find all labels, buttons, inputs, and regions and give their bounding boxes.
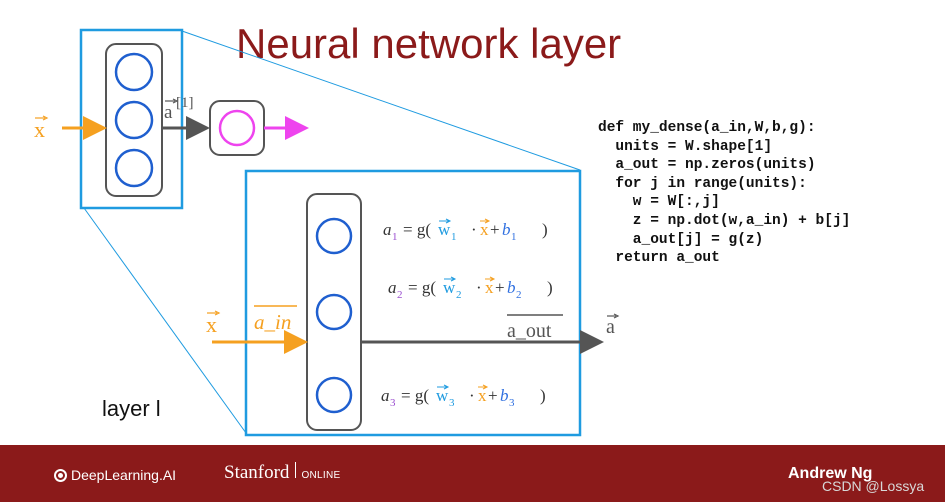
eq-a: a — [381, 386, 390, 405]
eq-b-subscript: 1 — [511, 231, 517, 243]
code-line: a_out = np.zeros(units) — [598, 157, 816, 174]
code-line: units = W.shape[1] — [598, 138, 773, 155]
layer-neuron-2 — [315, 293, 353, 331]
author-name: Andrew Ng — [788, 465, 873, 482]
small-hidden-label: a [1] — [164, 95, 194, 123]
eq-a: a — [388, 278, 397, 297]
eq-b: b — [507, 278, 516, 297]
layer-input-x: x — [206, 310, 221, 337]
stanford-text: Stanford — [224, 462, 290, 483]
eq-equals-g: = g( — [408, 278, 436, 297]
eq-a: a — [383, 220, 392, 239]
neural-network-diagram: x a [1] x a_in a_out — [34, 28, 620, 437]
page-title: Neural network layer — [236, 20, 622, 67]
eq-dot: · — [469, 386, 475, 405]
eq-equals-g: = g( — [401, 386, 429, 405]
eq-plus: + — [495, 278, 505, 297]
eq-b: b — [502, 220, 511, 239]
eq-b-subscript: 3 — [509, 397, 515, 409]
code-block: def my_dense(a_in,W,b,g): units = W.shap… — [598, 119, 850, 268]
eq-w-subscript: 3 — [449, 397, 455, 409]
svg-text:a_out: a_out — [507, 320, 552, 342]
a-out-label: a_out — [507, 314, 563, 342]
vector-arrow-icon — [437, 384, 450, 390]
output-unit-box — [209, 100, 265, 156]
stanford-online-logo: Stanford ONLINE — [224, 462, 340, 484]
code-line: return a_out — [598, 250, 720, 267]
small-layer-pill — [105, 43, 163, 197]
zoom-line-bottom — [83, 207, 247, 434]
watermark: CSDN @Lossya — [822, 478, 925, 494]
a-in-label: a_in — [254, 305, 297, 334]
eq-w: w — [436, 386, 449, 405]
small-layer-box — [79, 28, 184, 210]
deeplearning-logo-icon — [54, 468, 67, 482]
eq-x: x — [485, 278, 494, 297]
eq-w: w — [438, 220, 451, 239]
svg-text:x: x — [34, 117, 45, 142]
vector-arrow-icon — [485, 276, 496, 282]
footer-bar: DeepLearning.AI Stanford ONLINE Andrew N… — [0, 445, 945, 502]
eq-x: x — [480, 220, 489, 239]
vector-arrow-icon — [444, 276, 457, 282]
eq-w-subscript: 2 — [456, 289, 462, 301]
expanded-layer-pill — [306, 193, 362, 431]
code-line: a_out[j] = g(z) — [598, 231, 764, 248]
eq-equals-g: = g( — [403, 220, 431, 239]
eq-w: w — [443, 278, 456, 297]
svg-text:x: x — [206, 312, 217, 337]
eq-b-subscript: 2 — [516, 289, 522, 301]
svg-text:a: a — [606, 316, 615, 338]
eq-dot: · — [471, 220, 477, 239]
vector-arrow-icon — [480, 218, 491, 224]
vector-arrow-icon — [35, 115, 49, 121]
logo-divider — [295, 462, 297, 478]
small-input-x: x — [34, 115, 49, 142]
svg-text:a_in: a_in — [254, 310, 291, 334]
vector-arrow-icon — [207, 310, 221, 316]
layer-neuron-1 — [315, 217, 353, 255]
vector-arrow-icon — [607, 313, 620, 319]
online-text: ONLINE — [301, 470, 341, 481]
eq-a-subscript: 2 — [397, 289, 403, 301]
code-line: z = np.dot(w,a_in) + b[j] — [598, 212, 851, 229]
eq-w-subscript: 1 — [451, 231, 457, 243]
layer-output-a: a — [606, 313, 620, 338]
zoom-line-top — [181, 30, 581, 171]
eq-close: ) — [547, 278, 553, 297]
eq-close: ) — [540, 386, 546, 405]
small-neuron-3 — [114, 148, 154, 188]
eq-plus: + — [490, 220, 500, 239]
layer-neuron-3 — [315, 376, 353, 414]
small-neuron-2 — [114, 100, 154, 140]
svg-text:a: a — [164, 102, 173, 123]
vector-arrow-icon — [165, 98, 179, 104]
small-neuron-1 — [114, 52, 154, 92]
vector-arrow-icon — [439, 218, 452, 224]
vector-arrow-icon — [478, 384, 489, 390]
eq-a-subscript: 3 — [390, 397, 396, 409]
code-line: for j in range(units): — [598, 175, 807, 192]
eq-plus: + — [488, 386, 498, 405]
output-neuron — [218, 109, 256, 147]
eq-x: x — [478, 386, 487, 405]
eq-dot: · — [476, 278, 482, 297]
layer-label: layer l — [102, 396, 161, 421]
expanded-layer-box — [244, 169, 582, 437]
code-line: w = W[:,j] — [598, 194, 720, 211]
code-line: def my_dense(a_in,W,b,g): — [598, 120, 816, 136]
eq-close: ) — [542, 220, 548, 239]
eq-a-subscript: 1 — [392, 231, 398, 243]
deeplearning-logo: DeepLearning.AI — [54, 467, 176, 483]
eq-b: b — [500, 386, 509, 405]
deeplearning-text: DeepLearning.AI — [71, 467, 177, 483]
svg-text:[1]: [1] — [176, 95, 194, 111]
